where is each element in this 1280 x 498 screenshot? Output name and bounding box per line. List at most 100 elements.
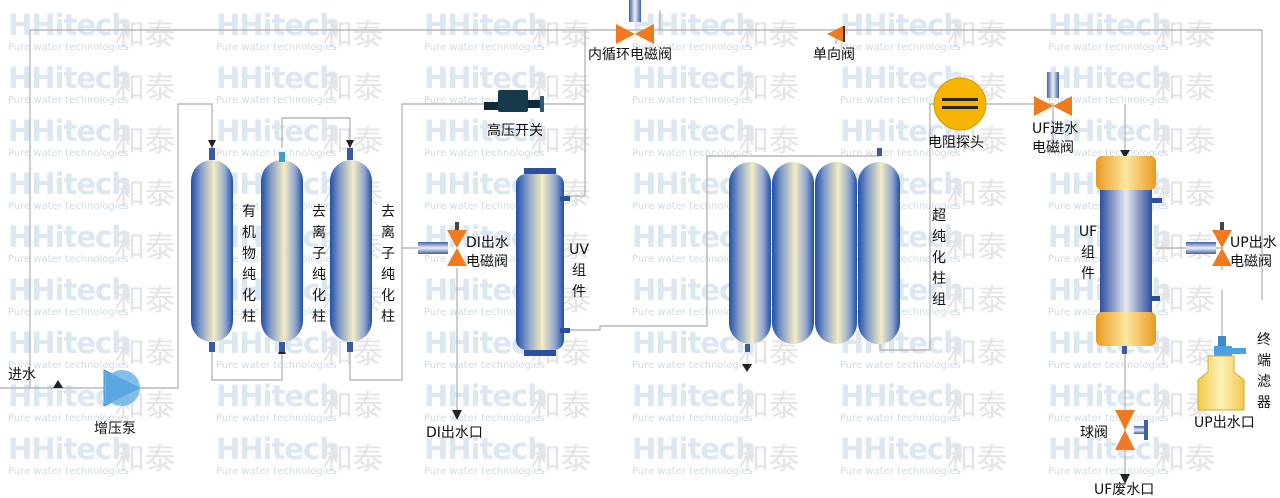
watermark-tagline: Pure water technologies	[8, 360, 129, 371]
watermark-brand-zh: 和泰	[1155, 18, 1215, 53]
watermark-brand-zh: 和泰	[947, 177, 1007, 212]
watermark-brand-zh: 和泰	[947, 18, 1007, 53]
label-high-pressure-switch: 高压开关	[487, 123, 543, 139]
watermark-tagline: Pure water technologies	[840, 307, 961, 318]
watermark-brand-en: HHitech	[8, 432, 132, 466]
watermark-brand-en: HHitech	[1048, 8, 1172, 42]
watermark-tagline: Pure water technologies	[840, 360, 961, 371]
watermark-tagline: Pure water technologies	[424, 148, 545, 159]
pipe-probe-out	[986, 103, 1054, 150]
watermark-tagline: Pure water technologies	[632, 254, 753, 265]
watermark-tagline: Pure water technologies	[424, 360, 545, 371]
watermark-brand-zh: 和泰	[531, 18, 591, 53]
watermark-tagline: Pure water technologies	[632, 466, 753, 477]
watermark-brand-zh: 和泰	[739, 389, 799, 424]
watermark-tagline: Pure water technologies	[1048, 148, 1169, 159]
recirc-solenoid-valve	[616, 0, 654, 44]
watermark-brand-en: HHitech	[8, 61, 132, 95]
watermark-brand-en: HHitech	[8, 273, 132, 307]
watermark-brand-zh: 和泰	[531, 442, 591, 477]
watermark-brand-en: HHitech	[1048, 114, 1172, 148]
watermark-tagline: Pure water technologies	[632, 201, 753, 212]
watermark-tagline: Pure water technologies	[424, 466, 545, 477]
terminal-filter	[1197, 336, 1246, 411]
watermark-tagline: Pure water technologies	[840, 42, 961, 53]
label-di-valve-line2: 电磁阀	[466, 254, 508, 270]
watermark-brand-zh: 和泰	[739, 71, 799, 106]
watermark-brand-zh: 和泰	[947, 283, 1007, 318]
watermark-tagline: Pure water technologies	[1048, 95, 1169, 106]
watermark-tagline: Pure water technologies	[216, 413, 337, 424]
watermark-brand-zh: 和泰	[323, 71, 383, 106]
watermark-tagline: Pure water technologies	[8, 148, 129, 159]
watermark-tagline: Pure water technologies	[216, 466, 337, 477]
watermark-tagline: Pure water technologies	[8, 42, 129, 53]
watermark-brand-en: HHitech	[8, 8, 132, 42]
watermark-brand-zh: 和泰	[115, 336, 175, 371]
watermark-brand-zh: 和泰	[739, 18, 799, 53]
label-uf-valve-line2: 电磁阀	[1032, 140, 1074, 156]
watermark-brand-en: HHitech	[8, 114, 132, 148]
watermark-brand-zh: 和泰	[1155, 71, 1215, 106]
watermark-brand-zh: 和泰	[115, 18, 175, 53]
watermark-brand-en: HHitech	[8, 326, 132, 360]
watermark-tagline: Pure water technologies	[8, 201, 129, 212]
watermark-brand-zh: 和泰	[115, 442, 175, 477]
check-valve	[827, 26, 845, 42]
watermark-tagline: Pure water technologies	[632, 307, 753, 318]
watermark-brand-en: HHitech	[424, 379, 548, 413]
watermark-brand-zh: 和泰	[1155, 124, 1215, 159]
watermark-brand-en: HHitech	[8, 167, 132, 201]
watermark-brand-zh: 和泰	[1155, 283, 1215, 318]
label-ultrapure-column: 超纯化柱组	[932, 208, 946, 308]
watermark-brand-zh: 和泰	[531, 389, 591, 424]
watermark-brand-en: HHitech	[840, 432, 964, 466]
label-booster-pump: 增压泵	[94, 421, 136, 437]
up-solenoid-valve	[1186, 222, 1232, 266]
watermark-brand-en: HHitech	[840, 8, 964, 42]
watermark-brand-en: HHitech	[216, 114, 340, 148]
watermark-brand-zh: 和泰	[323, 389, 383, 424]
label-uf-unit: UF组件	[1078, 224, 1098, 282]
label-deion-column-2: 去离子纯化柱	[381, 204, 395, 325]
watermark-tagline: Pure water technologies	[8, 466, 129, 477]
watermark-brand-en: HHitech	[216, 379, 340, 413]
watermark-brand-zh: 和泰	[947, 442, 1007, 477]
watermark-brand-en: HHitech	[216, 61, 340, 95]
watermark-tagline: Pure water technologies	[1048, 360, 1169, 371]
watermark-tagline: Pure water technologies	[632, 413, 753, 424]
watermark-brand-zh: 和泰	[947, 336, 1007, 371]
watermark-brand-zh: 和泰	[947, 389, 1007, 424]
ball-valve	[1115, 410, 1148, 450]
watermark-brand-en: HHitech	[1048, 61, 1172, 95]
watermark-brand-zh: 和泰	[115, 71, 175, 106]
watermark-brand-zh: 和泰	[323, 442, 383, 477]
di-solenoid-valve	[418, 222, 467, 266]
piping	[0, 10, 1263, 474]
watermark-brand-en: HHitech	[216, 8, 340, 42]
watermark-tagline: Pure water technologies	[840, 95, 961, 106]
watermark-brand-zh: 和泰	[1155, 442, 1215, 477]
watermark-brand-zh: 和泰	[739, 124, 799, 159]
watermark-brand-zh: 和泰	[115, 124, 175, 159]
watermark-tagline: Pure water technologies	[216, 148, 337, 159]
label-inlet: 进水	[8, 367, 36, 383]
watermark-brand-en: HHitech	[424, 114, 548, 148]
watermark-tagline: Pure water technologies	[216, 42, 337, 53]
watermark-tagline: Pure water technologies	[424, 201, 545, 212]
label-deion-column-1: 去离子纯化柱	[312, 204, 326, 325]
watermark-tagline: Pure water technologies	[216, 95, 337, 106]
watermark-brand-en: HHitech	[1048, 379, 1172, 413]
watermark-brand-en: HHitech	[632, 114, 756, 148]
label-recirc-valve: 内循环电磁阀	[588, 47, 672, 63]
watermark-tagline: Pure water technologies	[8, 95, 129, 106]
pipe-uv-to-ultrapure	[566, 155, 880, 331]
label-uv-unit: UV组件	[569, 242, 589, 300]
label-up-valve-line1: UP出水	[1230, 235, 1277, 251]
watermark-tagline: Pure water technologies	[424, 42, 545, 53]
watermark-tagline: Pure water technologies	[8, 413, 129, 424]
watermark-brand-zh: 和泰	[115, 177, 175, 212]
label-di-valve-line1: DI出水	[466, 235, 509, 251]
